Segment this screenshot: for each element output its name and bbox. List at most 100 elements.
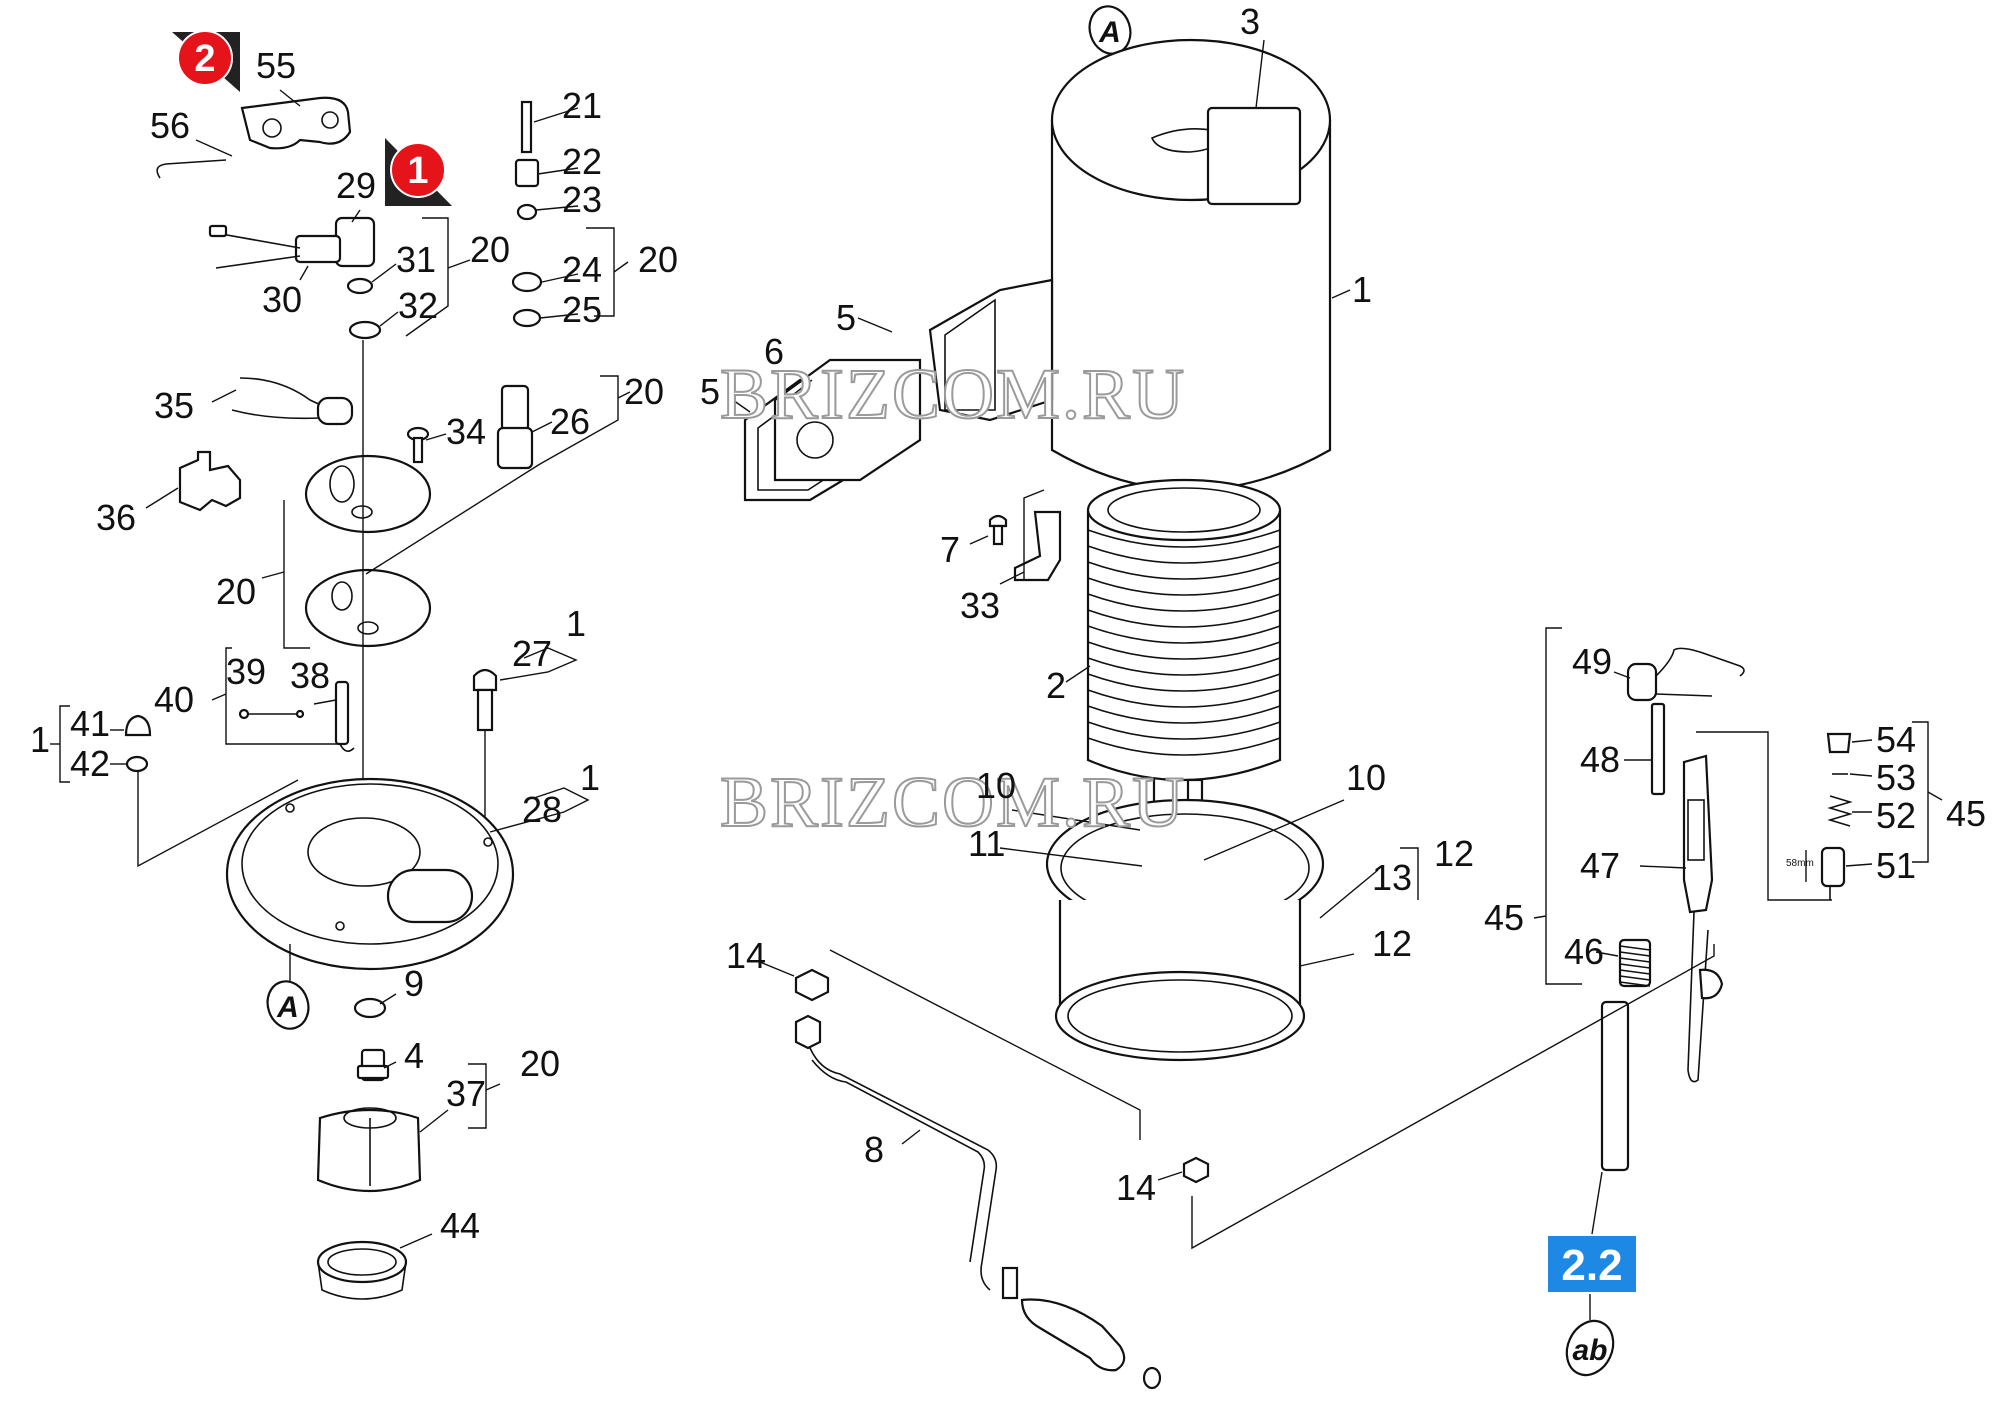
label-1-c: 1: [580, 757, 600, 798]
ignition-cable-part-55: [240, 96, 352, 150]
washer-part-32: [348, 320, 382, 340]
label-36: 36: [96, 497, 136, 538]
label-10-a: 10: [976, 765, 1016, 806]
label-48: 48: [1580, 739, 1620, 780]
label-33: 33: [960, 585, 1000, 626]
label-46: 46: [1564, 931, 1604, 972]
washer-part-31: [346, 277, 374, 295]
reference-ab: ab: [1565, 1319, 1615, 1377]
label-29: 29: [336, 165, 376, 206]
label-25: 25: [562, 289, 602, 330]
flame-holder-part-37: [316, 1107, 422, 1193]
label-32: 32: [398, 285, 438, 326]
label-31: 31: [396, 239, 436, 280]
badge-2: 2: [172, 30, 240, 92]
fitting-part-4: [356, 1048, 390, 1082]
label-26: 26: [550, 401, 590, 442]
nut-part-24: [511, 271, 543, 293]
burner-plate-upper: [304, 454, 432, 534]
label-38: 38: [290, 655, 330, 696]
svg-text:A: A: [1098, 16, 1121, 49]
label-45-b: 45: [1946, 793, 1986, 834]
label-27: 27: [512, 633, 552, 674]
ring-part-44: [316, 1240, 408, 1300]
label-40: 40: [154, 679, 194, 720]
label-9: 9: [404, 963, 424, 1004]
label-41: 41: [70, 703, 110, 744]
label-3: 3: [1240, 1, 1260, 42]
ignition-electrode-part-29: [208, 216, 376, 269]
watermark-lower: BRIZCOM.RU: [720, 762, 1186, 842]
nut-part-22: [514, 158, 540, 188]
label-1-a: 1: [566, 603, 586, 644]
label-45-a: 45: [1484, 897, 1524, 938]
combustion-chamber-part-12: [1054, 900, 1306, 1062]
label-34: 34: [446, 411, 486, 452]
label-13: 13: [1372, 857, 1412, 898]
label-12-a: 12: [1434, 833, 1474, 874]
label-10-b: 10: [1346, 757, 1386, 798]
label-5-a: 5: [836, 297, 856, 338]
label-2: 2: [1046, 665, 1066, 706]
label-51: 51: [1876, 845, 1916, 886]
label-22: 22: [562, 141, 602, 182]
label-20-e: 20: [520, 1043, 560, 1084]
label-5-b: 5: [700, 371, 720, 412]
nut-part-14-lower: [1182, 1156, 1210, 1184]
label-56: 56: [150, 105, 190, 146]
label-1-b: 1: [30, 719, 50, 760]
reference-A-top: A: [1088, 5, 1132, 55]
screw-part-39: [238, 708, 305, 720]
washer-part-25: [512, 308, 542, 328]
cable-part-56: [156, 159, 227, 179]
section-badge-2-2: 2.2: [1548, 1236, 1636, 1292]
label-21: 21: [562, 85, 602, 126]
label-20-d: 20: [216, 571, 256, 612]
label-8: 8: [864, 1129, 884, 1170]
label-4: 4: [404, 1035, 424, 1076]
label-37: 37: [446, 1073, 486, 1114]
washer-part-42: [125, 755, 149, 773]
label-14-a: 14: [726, 935, 766, 976]
base-plate-part-28: [225, 777, 515, 971]
label-53: 53: [1876, 757, 1916, 798]
spring-part-52: [1827, 795, 1853, 827]
nozzle-part-23: [516, 203, 538, 221]
electrode-part-38: [334, 680, 355, 752]
label-24: 24: [562, 249, 602, 290]
filter-part-46: [1618, 938, 1652, 988]
duct-insulation-part-6: [773, 358, 922, 482]
label-12-b: 12: [1372, 923, 1412, 964]
svg-text:ab: ab: [1572, 1334, 1607, 1367]
label-6: 6: [764, 331, 784, 372]
label-47: 47: [1580, 845, 1620, 886]
label-7: 7: [940, 529, 960, 570]
sensor-part-48: [1650, 702, 1666, 796]
label-20-b: 20: [638, 239, 678, 280]
pipe-part-8: [794, 1014, 1162, 1390]
label-55: 55: [256, 45, 296, 86]
washer-part-9: [353, 997, 387, 1019]
clip-part-36: [178, 450, 242, 512]
watermark-upper: BRIZCOM.RU: [720, 354, 1186, 434]
label-35: 35: [154, 385, 194, 426]
label-11: 11: [968, 823, 1005, 864]
label-14-b: 14: [1116, 1167, 1156, 1208]
label-30: 30: [262, 279, 302, 320]
exhaust-duct-part-5-upper: [928, 278, 1054, 422]
pin-part-21: [520, 100, 533, 154]
label-54: 54: [1876, 719, 1916, 760]
washer-bracket-part-33: [1013, 510, 1062, 582]
label-42: 42: [70, 743, 110, 784]
nozzle-holder-part-26: [496, 384, 534, 470]
part-labels: 55 56 29 31 20 30 32 21 22 23 24 20 25 3…: [30, 1, 1986, 1246]
reference-A-bottom: A: [266, 980, 310, 1030]
label-44: 44: [440, 1205, 480, 1246]
label-1-d: 1: [1352, 269, 1372, 310]
label-52: 52: [1876, 795, 1916, 836]
label-23: 23: [562, 179, 602, 220]
bolt-part-27: [472, 668, 498, 732]
valve-part-51: [1820, 846, 1846, 900]
burner-plate-lower: [304, 568, 432, 648]
